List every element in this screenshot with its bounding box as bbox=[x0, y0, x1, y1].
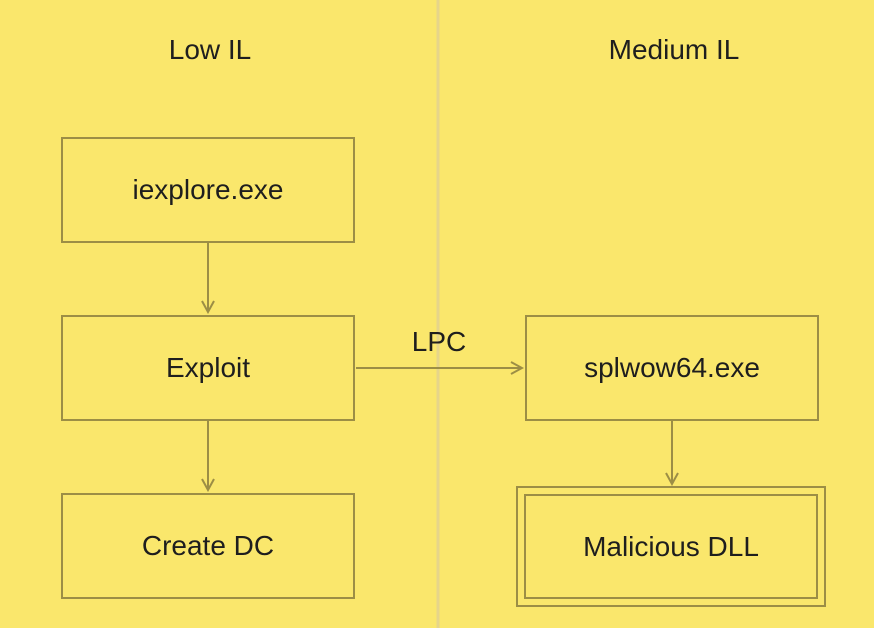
node-exploit-label: Exploit bbox=[165, 352, 251, 383]
lane-title-medium-il: Medium IL bbox=[608, 34, 740, 65]
node-iexplore-label: iexplore.exe bbox=[132, 174, 284, 205]
node-iexplore: iexplore.exe bbox=[61, 137, 355, 243]
node-splwow64: splwow64.exe bbox=[525, 315, 819, 421]
node-malicious-dll-outer bbox=[516, 486, 826, 607]
node-malicious-dll-label: Malicious DLL bbox=[583, 530, 759, 562]
node-exploit: Exploit bbox=[61, 315, 355, 421]
node-create-dc-label: Create DC bbox=[141, 530, 275, 561]
node-malicious-dll: Malicious DLL bbox=[524, 494, 818, 599]
node-splwow64-label: splwow64.exe bbox=[584, 352, 760, 383]
lane-title-low-il: Low IL bbox=[168, 34, 252, 65]
node-create-dc: Create DC bbox=[61, 493, 355, 599]
edge-label-lpc: LPC bbox=[411, 326, 467, 357]
